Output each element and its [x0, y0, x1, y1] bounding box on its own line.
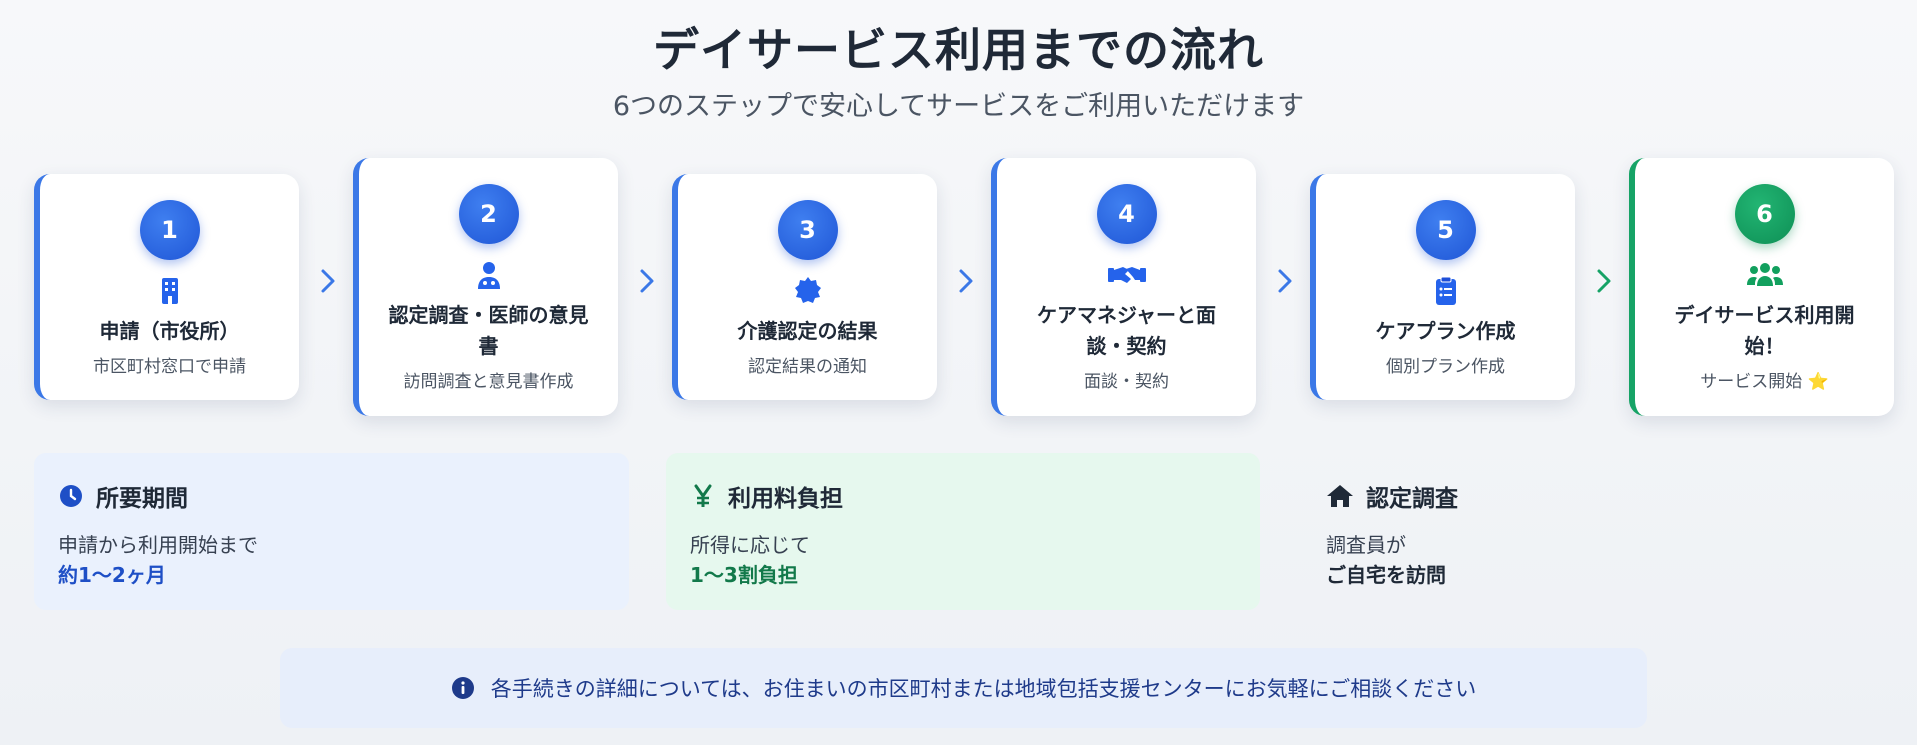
- chevron-right-icon: [1597, 269, 1611, 293]
- survey-heading-text: 認定調査: [1366, 486, 1458, 512]
- info-icon: [451, 677, 474, 699]
- clock-icon: [60, 485, 82, 507]
- certificate-icon: [794, 277, 821, 303]
- fee-panel: 利用料負担 所得に応じて 1〜3割負担: [666, 453, 1260, 610]
- period-panel: 所要期間 申請から利用開始まで 約1〜2ヶ月: [34, 453, 629, 610]
- users-icon: [1746, 263, 1783, 286]
- doctor-icon: [477, 262, 500, 289]
- period-description: 申請から利用開始まで: [58, 533, 258, 557]
- clipboard-icon: [1435, 276, 1456, 305]
- step-description: 個別プラン作成: [1386, 357, 1505, 377]
- page-subtitle: 6つのステップで安心してサービスをご利用いただけます: [612, 91, 1305, 122]
- building-icon: [161, 278, 178, 304]
- fee-description: 所得に応じて: [690, 533, 810, 557]
- page-title: デイサービス利用までの流れ: [653, 23, 1264, 77]
- survey-heading: 認定調査: [1326, 479, 1458, 513]
- step-label: 介護認定の結果: [737, 319, 878, 343]
- period-value: 約1〜2ヶ月: [58, 563, 166, 587]
- period-heading: 所要期間: [58, 479, 188, 513]
- step-card-5: 5 ケアプラン作成 個別プラン作成: [1310, 174, 1575, 400]
- notice-banner: 各手続きの詳細については、お住まいの市区町村または地域包括支援センターにお気軽に…: [280, 648, 1647, 728]
- fee-heading: 利用料負担: [690, 479, 843, 513]
- step-card-1: 1 申請（市役所） 市区町村窓口で申請: [34, 174, 299, 400]
- step-card-4: 4 ケアマネジャーと面談・契約 面談・契約: [991, 158, 1256, 416]
- steps-flow: 1 申請（市役所） 市区町村窓口で申請 2 認定調査・医師の意見書 訪問調査と意…: [34, 158, 1894, 418]
- step-card-2: 2 認定調査・医師の意見書 訪問調査と意見書作成: [353, 158, 618, 416]
- handshake-icon: [1107, 267, 1146, 283]
- step-number-badge: 4: [1096, 184, 1157, 244]
- step-description: 面談・契約: [1084, 372, 1169, 392]
- step-number-badge: 5: [1415, 200, 1476, 260]
- step-card-6: 6 デイサービス利用開始！ サービス開始 ⭐: [1629, 158, 1894, 416]
- fee-heading-text: 利用料負担: [728, 486, 843, 512]
- chevron-right-icon: [321, 269, 335, 293]
- home-icon: [1327, 485, 1353, 507]
- fee-value: 1〜3割負担: [690, 563, 798, 587]
- chevron-right-icon: [959, 269, 973, 293]
- notice-text: 各手続きの詳細については、お住まいの市区町村または地域包括支援センターにお気軽に…: [490, 677, 1477, 701]
- step-description: 市区町村窓口で申請: [93, 357, 246, 377]
- yen-icon: [694, 484, 712, 507]
- step-number-badge: 2: [458, 184, 519, 244]
- chevron-right-icon: [640, 269, 654, 293]
- step-label: ケアマネジャーと面談・契約: [1037, 303, 1216, 358]
- step-description: 認定結果の通知: [748, 357, 867, 377]
- step-description: 訪問調査と意見書作成: [403, 372, 574, 392]
- survey-value: ご自宅を訪問: [1326, 563, 1446, 587]
- survey-description: 調査員が: [1326, 533, 1406, 557]
- step-description: サービス開始 ⭐: [1700, 372, 1829, 392]
- step-number-badge: 1: [139, 200, 200, 260]
- step-card-3: 3 介護認定の結果 認定結果の通知: [672, 174, 937, 400]
- step-number-badge: 3: [777, 200, 838, 260]
- step-label: 認定調査・医師の意見書: [388, 303, 589, 358]
- period-heading-text: 所要期間: [96, 486, 188, 512]
- step-label: ケアプラン作成: [1375, 319, 1516, 343]
- chevron-right-icon: [1278, 269, 1292, 293]
- step-label: デイサービス利用開始！: [1674, 303, 1855, 358]
- step-number-badge: 6: [1734, 184, 1795, 244]
- survey-panel: 認定調査 調査員が ご自宅を訪問: [1302, 453, 1862, 610]
- step-label: 申請（市役所）: [99, 319, 240, 343]
